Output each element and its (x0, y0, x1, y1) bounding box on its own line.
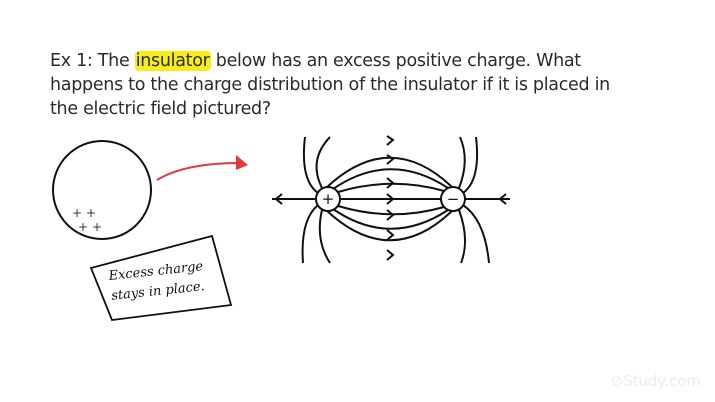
plus-charge: + (72, 206, 82, 220)
plus-charge: + (92, 220, 102, 234)
note-box (89, 234, 233, 321)
plus-charge: + (86, 206, 96, 220)
insulator-charges: + + + + (72, 206, 102, 234)
arrow-head-icon (236, 155, 248, 170)
negative-charge-circle (440, 186, 466, 212)
electric-field (272, 135, 510, 264)
study-watermark: ⊘Study.com (610, 372, 701, 390)
positive-label: + (322, 190, 335, 208)
highlighted-word: insulator (134, 51, 211, 71)
negative-label: − (447, 190, 460, 208)
positive-charge-circle (315, 186, 341, 212)
plus-charge: + (78, 220, 88, 234)
insulator-circle (52, 140, 152, 240)
question-prefix: Ex 1: The (50, 51, 135, 71)
question-suffix: below has an excess positive charge. Wha… (50, 51, 610, 119)
red-arrow (156, 162, 241, 181)
question-text: Ex 1: The insulator below has an excess … (50, 49, 610, 121)
